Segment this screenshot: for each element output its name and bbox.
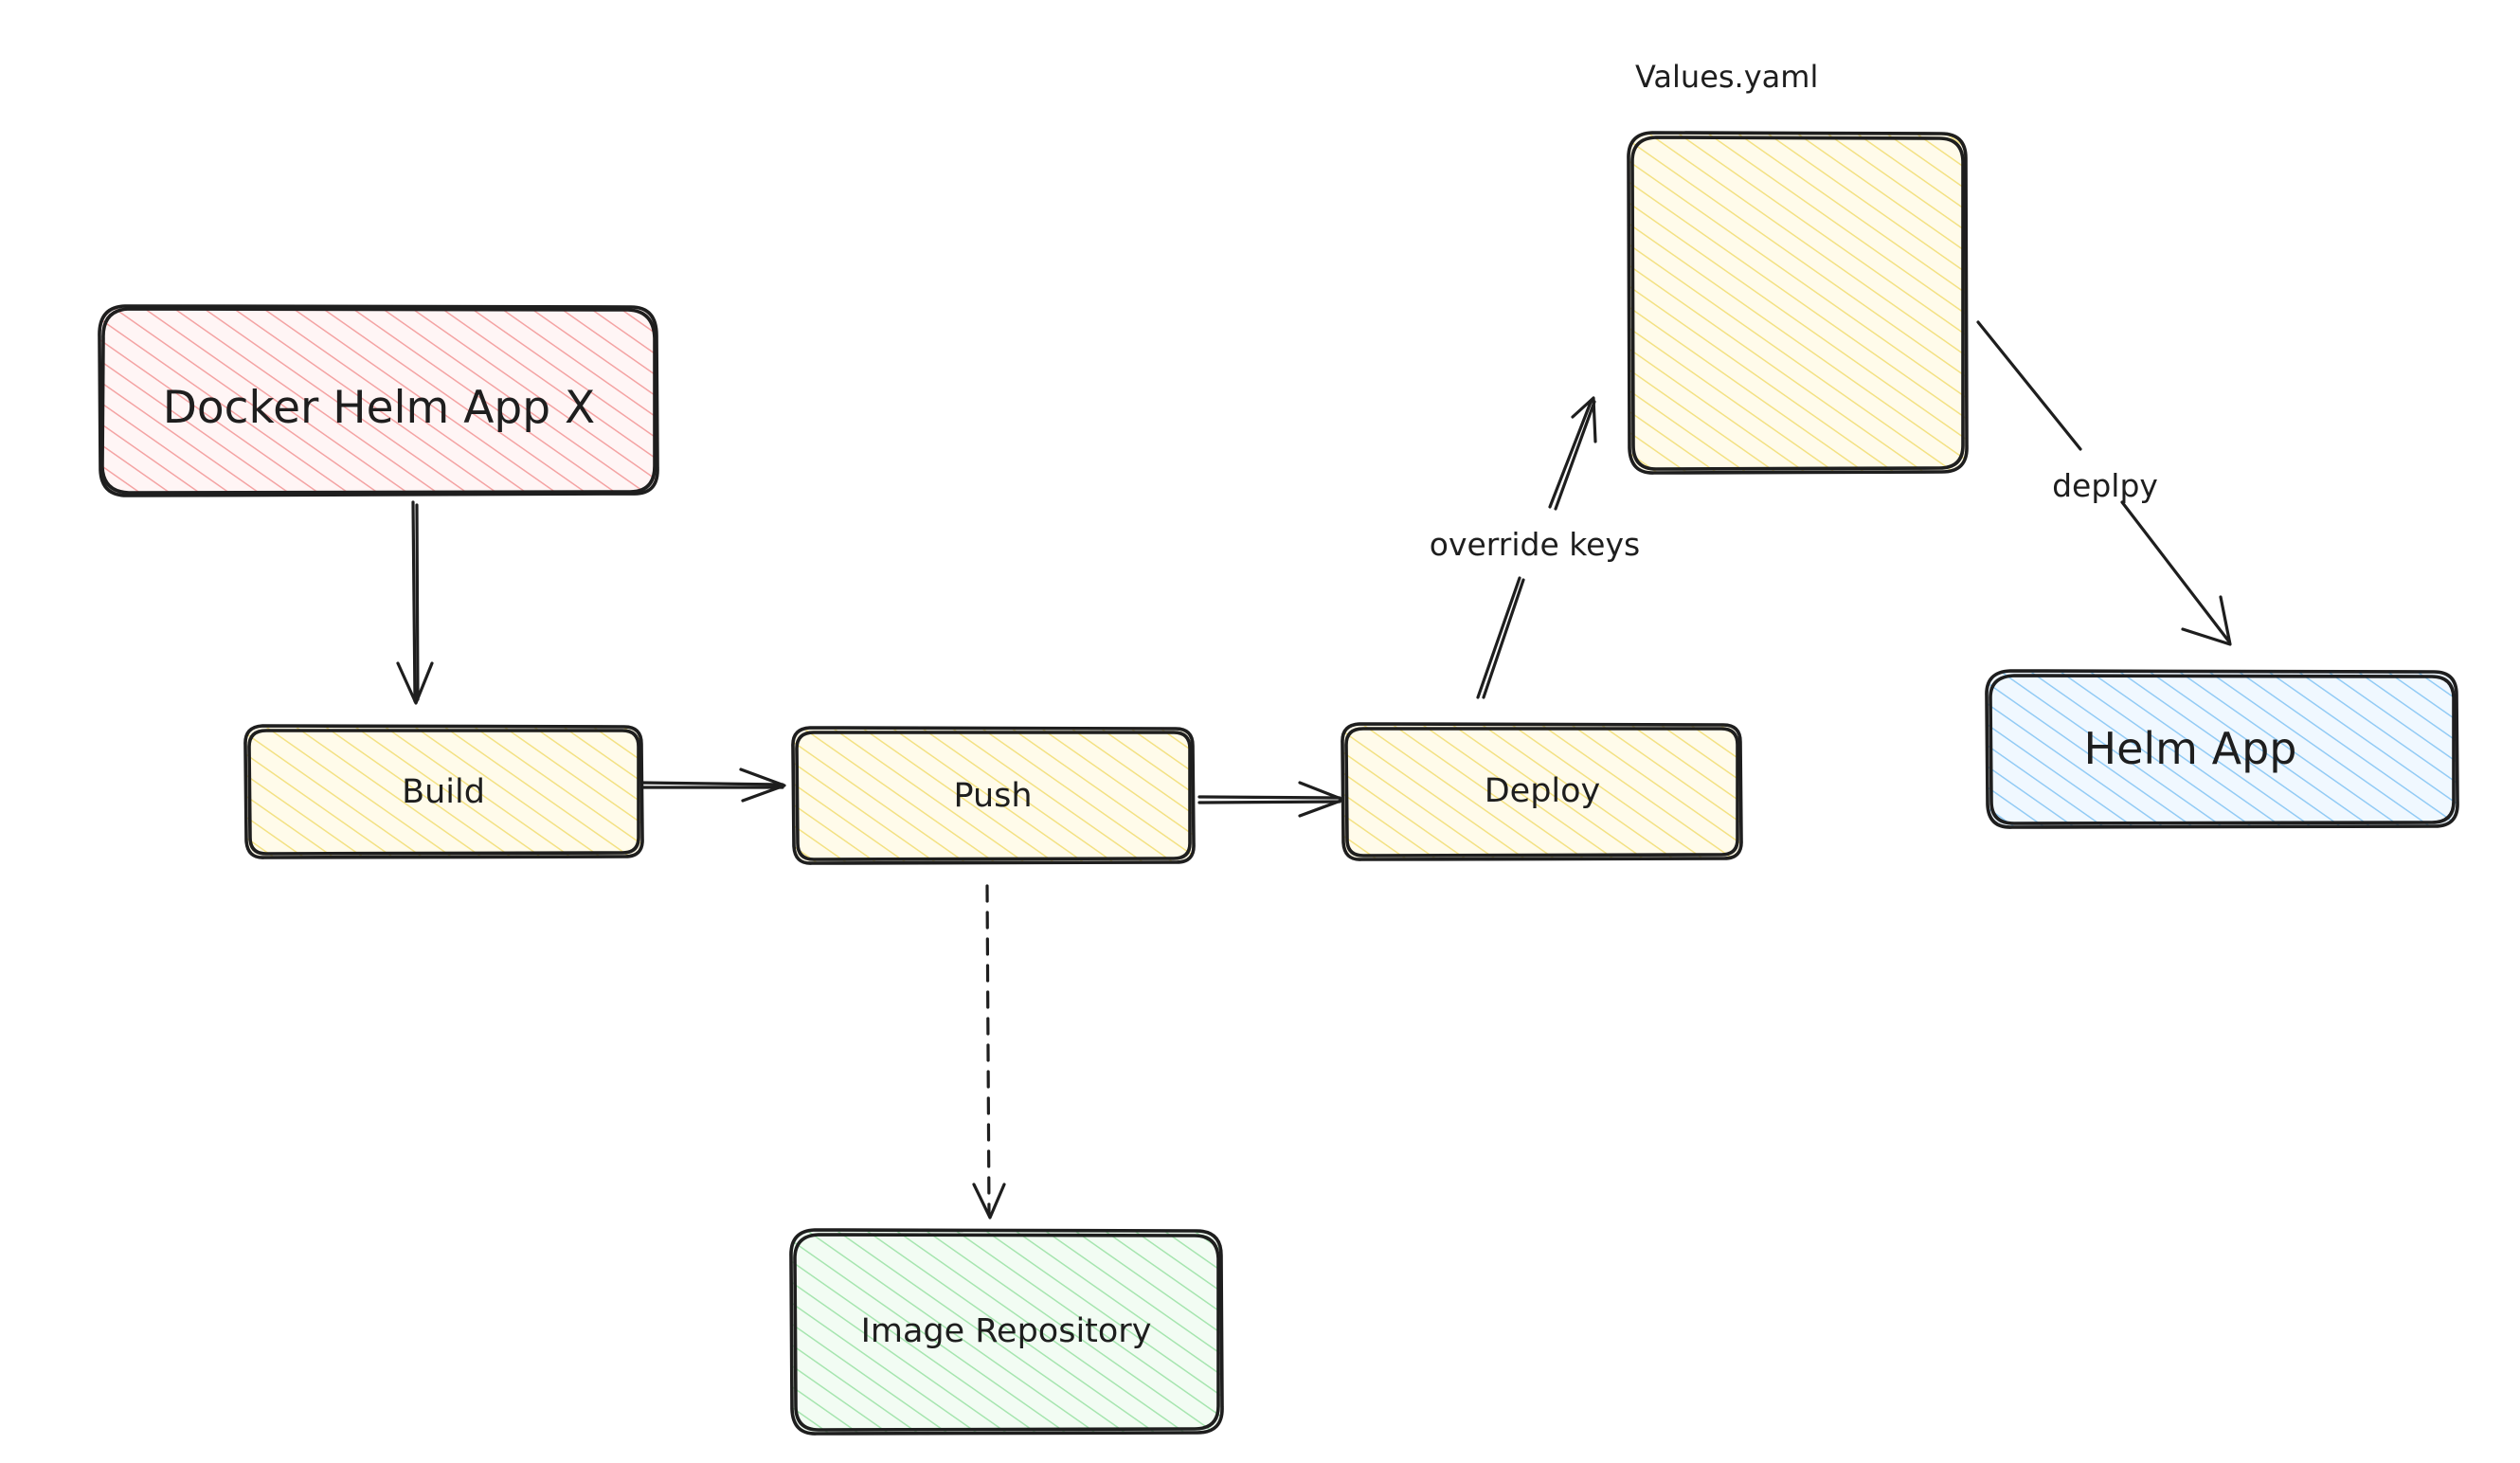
node-label-build: Build <box>402 773 485 811</box>
edge-deploy-to-helm-app <box>1976 320 2232 646</box>
node-build[interactable]: Build <box>243 724 644 859</box>
node-image-repository[interactable]: Image Repository <box>789 1228 1224 1436</box>
edge-override-keys <box>1476 396 1597 699</box>
node-values-yaml[interactable] <box>1627 131 1969 475</box>
edge-label-deploy: deplpy <box>2052 467 2158 504</box>
node-push[interactable]: Push <box>791 726 1196 865</box>
node-docker-helm-app[interactable]: Docker Helm App X <box>98 304 659 497</box>
edge-push-to-image-repository <box>972 884 1006 1219</box>
node-label-helm-app: Helm App <box>2084 723 2297 774</box>
edge-docker-to-build <box>396 500 434 705</box>
node-label-docker-helm-app: Docker Helm App X <box>163 382 596 434</box>
edge-push-to-deploy <box>1197 781 1345 818</box>
node-label-push: Push <box>953 777 1032 815</box>
node-helm-app[interactable]: Helm App <box>1985 669 2459 829</box>
node-label-deploy: Deploy <box>1485 772 1601 810</box>
edge-build-to-push <box>639 768 786 803</box>
node-deploy[interactable]: Deploy <box>1341 722 1743 861</box>
values-yaml-title: Values.yaml <box>1635 59 1818 95</box>
node-label-image-repository: Image Repository <box>861 1312 1152 1350</box>
edge-label-override-keys: override keys <box>1430 526 1640 563</box>
